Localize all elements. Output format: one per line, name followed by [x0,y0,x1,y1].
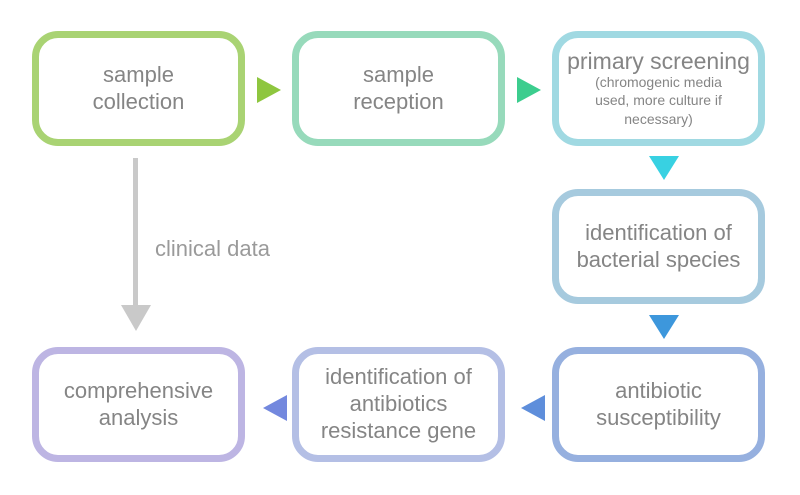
node-resistance-gene: identification of antibiotics resistance… [292,347,505,462]
node-primary-screening: primary screening (chromogenic media use… [552,31,765,146]
node-sublabel: (chromogenic media [595,74,722,91]
node-label: sample [103,61,174,87]
node-label: bacterial species [576,246,741,272]
node-label: identification of [585,219,732,245]
node-label: reception [353,88,444,114]
arrow-identification-to-susceptibility-icon [649,315,679,339]
arrow-collection-to-analysis-icon [121,305,151,331]
node-sample-collection: sample collection [32,31,245,146]
arrow-resistance-to-analysis-icon [263,395,287,421]
node-label: primary screening [567,48,750,75]
node-sublabel: used, more culture if [595,92,722,109]
node-label: antibiotic [615,377,702,403]
clinical-data-label: clinical data [155,236,270,261]
arrow-screening-to-identification-icon [649,156,679,180]
node-label: resistance gene [320,417,477,443]
arrow-collection-to-analysis-line [133,158,138,308]
node-label: susceptibility [596,404,721,430]
arrow-collection-to-reception-icon [257,77,281,103]
arrow-susceptibility-to-resistance-icon [521,395,545,421]
node-label: identification of [325,364,472,390]
node-bacterial-species: identification of bacterial species [552,189,765,304]
node-label: antibiotics [349,391,448,417]
node-antibiotic-susceptibility: antibiotic susceptibility [552,347,765,462]
node-comprehensive-analysis: comprehensive analysis [32,347,245,462]
arrow-reception-to-screening-icon [517,77,541,103]
node-label: comprehensive [63,377,214,403]
node-label: sample [363,61,434,87]
node-label: analysis [98,404,179,430]
node-label: collection [92,88,185,114]
node-sublabel: necessary) [624,110,693,127]
node-sample-reception: sample reception [292,31,505,146]
